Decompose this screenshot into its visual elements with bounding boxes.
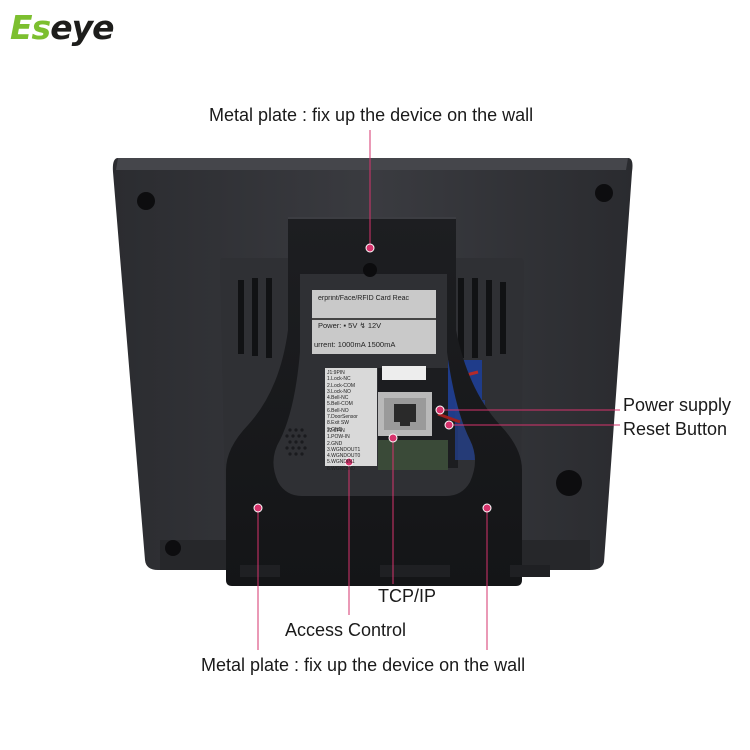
pin-j1-9: 9.GND: [327, 426, 343, 433]
callout-metal-plate-bottom: Metal plate : fix up the device on the w…: [201, 655, 526, 675]
pin-j2-header: J2:6PIN: [327, 428, 345, 434]
screw-hole-bottom-right: [556, 470, 582, 496]
label-current-1: 1000mA: [337, 340, 366, 349]
pin-j2-5: 5.WGNDIN1: [327, 459, 355, 466]
pin-j1-2: 2.Lock-COM: [327, 382, 356, 389]
vent-right: [458, 278, 506, 358]
label-power-row: Power: ▪ 5V ↯ 12V: [318, 321, 382, 330]
callout-dots: [253, 243, 492, 513]
label-power-5v: 5V: [348, 321, 358, 330]
pin-j2-3: 3.WGNDOUT1: [327, 446, 361, 453]
callout-metal-plate-top: Metal plate : fix up the device on the w…: [209, 105, 534, 125]
label-title: erprint/Face/RFID Card Reac: [318, 295, 410, 302]
callout-tcp-ip: TCP/IP: [378, 586, 437, 606]
pin-j1-4: 4.Bell-NC: [327, 395, 349, 402]
screw-hole-bottom-left: [165, 540, 181, 556]
label-power-12v: 12V: [367, 321, 382, 330]
callout-access-control: Access Control: [285, 620, 407, 640]
pin-j1-3: 3.Lock-NO: [327, 388, 351, 395]
pin-j2-2: 2.GND: [327, 440, 343, 447]
callout-power-supply: Power supply: [623, 395, 732, 415]
pin-j1-7: 7.DoorSensor: [327, 414, 358, 421]
screw-hole-top-right: [595, 184, 613, 202]
pin-j1-8: 8.Exit SW: [327, 420, 349, 427]
callout-lines: [257, 130, 620, 650]
label-plate: [312, 290, 436, 354]
label-current-row: urrent: 1000mA 1500mA: [314, 340, 395, 349]
vent-left: [238, 278, 272, 358]
pin-j1-header: J1:9PIN: [327, 370, 345, 376]
pin-j2-4: 4.WGNDOUT0: [327, 453, 361, 460]
callout-reset-button: Reset Button: [623, 419, 728, 439]
speaker-grille: [285, 428, 307, 456]
brand-logo: Eseye: [10, 8, 114, 47]
label-current-2: 1500mA: [367, 340, 396, 349]
metal-plate: [226, 218, 522, 586]
pin-j1-5: 5.Bell-COM: [327, 401, 353, 408]
pin-list-j2: J2:6PIN 1.POW-IN 2.GND 3.WGNDOUT1 4.WGND…: [327, 428, 360, 472]
label-current-prefix: urrent:: [314, 340, 336, 349]
logo-text-dark: eye: [50, 8, 114, 47]
pin-j1-6: 6.Bell-NO: [327, 407, 349, 414]
plate-mount-hole: [363, 263, 377, 277]
pin-j1-1: 1.Lock-NC: [327, 376, 351, 383]
screw-hole-top-left: [137, 192, 155, 210]
label-power-prefix: Power:: [318, 321, 342, 330]
pin-list-j1: J1:9PIN 1.Lock-NC 2.Lock-COM 3.Lock-NO 4…: [327, 370, 358, 433]
pin-label: [325, 368, 377, 466]
pin-j2-1: 1.POW-IN: [327, 434, 350, 441]
logo-text-green: Es: [10, 8, 51, 47]
rj45-port: [378, 392, 432, 436]
pin-j2-6: 6.WGNDIN0: [327, 465, 355, 472]
